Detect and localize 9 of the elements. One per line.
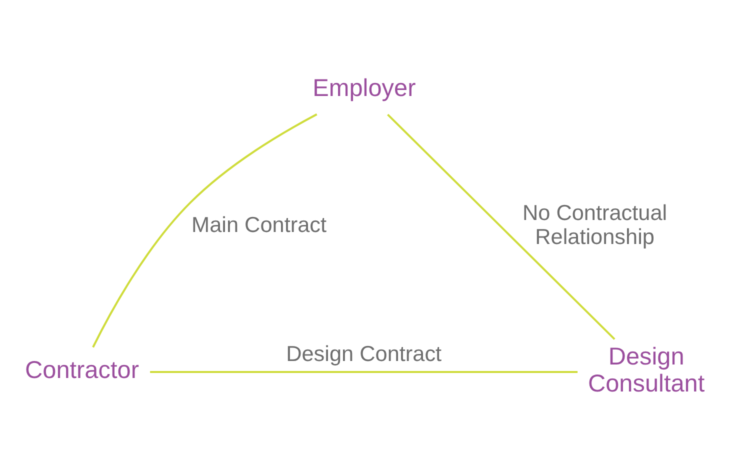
connector bbox=[387, 114, 616, 340]
edge-label: No Contractual Relationship bbox=[522, 200, 668, 250]
edge-label: Main Contract bbox=[192, 212, 327, 238]
edge-label: Design Contract bbox=[286, 340, 442, 366]
node-text: Contractor bbox=[25, 356, 139, 384]
connector bbox=[150, 371, 578, 374]
node-text: Employer bbox=[312, 74, 416, 102]
node-text: Design Consultant bbox=[588, 343, 705, 398]
connector bbox=[92, 113, 318, 348]
